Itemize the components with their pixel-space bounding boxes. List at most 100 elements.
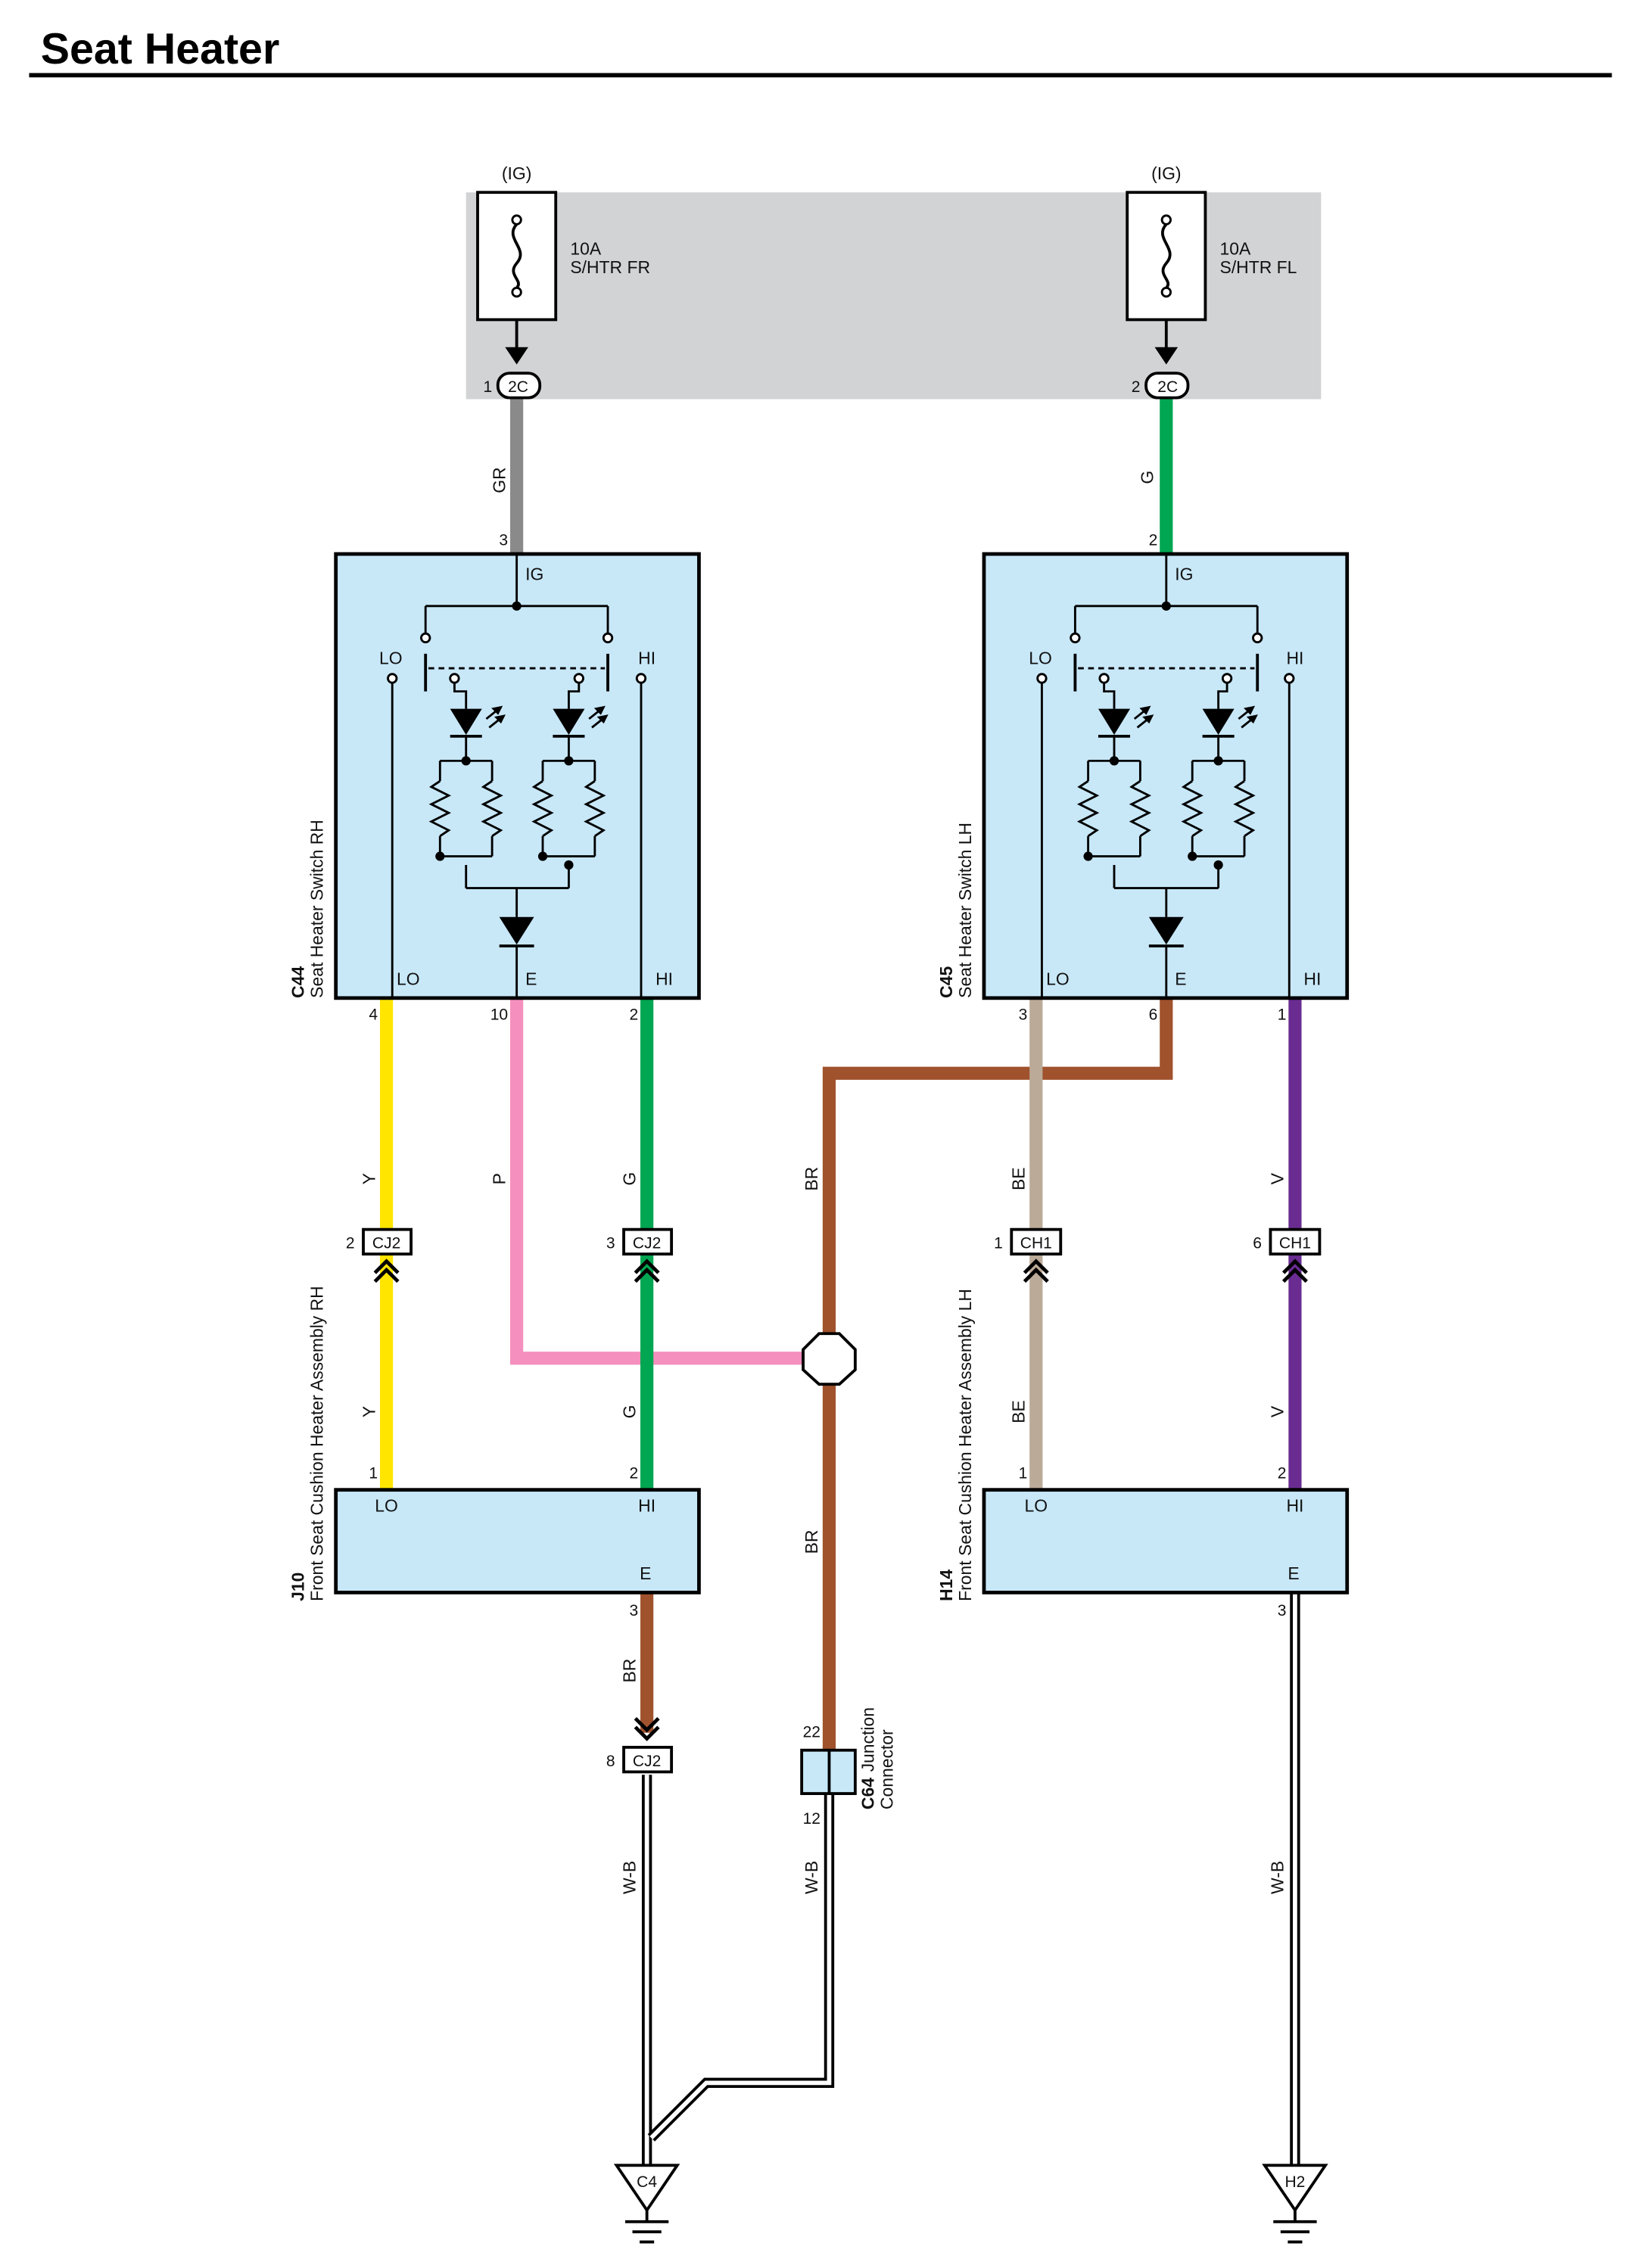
switch-lh-hi-label: HI (1303, 969, 1321, 989)
wire-label-br-j10: BR (619, 1659, 639, 1683)
connector-ch1-hi (1269, 1227, 1322, 1283)
heater-rh (334, 1488, 701, 1594)
ground-left (613, 2164, 680, 2244)
ground-right-label: H2 (1284, 2173, 1305, 2191)
switch-rh-pin-lo: 4 (369, 1006, 378, 1024)
switch-lh-pin-e: 6 (1149, 1006, 1158, 1024)
heater-lh-lo-label: LO (1025, 1495, 1048, 1515)
switch-rh-pin-hi: 2 (629, 1006, 638, 1024)
heater-lh-e-label: E (1288, 1563, 1299, 1583)
wire-label-y-top: Y (359, 1173, 378, 1184)
heater-rh-hi-label: HI (638, 1495, 655, 1515)
connector-cj2-ground-name: CJ2 (633, 1753, 661, 1770)
wire-label-y-bottom: Y (359, 1406, 378, 1417)
heater-rh-name: Front Seat Cushion Heater Assembly RH (307, 1286, 326, 1601)
switch-lh-pin-lo: 3 (1019, 1006, 1028, 1024)
fuse-fr-connector: 2C (508, 378, 528, 396)
connector-ch1-hi-pin: 6 (1253, 1234, 1262, 1252)
fuse-fl-power: (IG) (1151, 163, 1181, 183)
wire-p (510, 997, 811, 1365)
junction-connector-c64 (800, 1748, 857, 1795)
switch-lh-pin-hi: 1 (1278, 1006, 1287, 1024)
heater-lh (982, 1488, 1350, 1594)
switch-rh-name: Seat Heater Switch RH (307, 820, 326, 998)
switch-rh-hi-top-label: HI (638, 648, 655, 667)
heater-rh-code: J10 (288, 1573, 308, 1601)
switch-lh (982, 552, 1350, 1000)
connector-cj2-ground-pin: 8 (606, 1753, 615, 1770)
fuse-fl-pin: 2 (1132, 378, 1141, 396)
switch-lh-lo-top-label: LO (1029, 648, 1052, 667)
switch-lh-e-label: E (1175, 969, 1186, 989)
wire-label-wb-left: W-B (619, 1861, 639, 1894)
wire-wb-mid (647, 1794, 835, 2142)
wire-label-p: P (489, 1173, 509, 1184)
wire-label-wb-mid: W-B (802, 1861, 821, 1894)
heater-rh-e-label: E (640, 1563, 651, 1583)
fuse-fl-name: S/HTR FL (1220, 257, 1297, 277)
wire-label-g-lh-supply: G (1138, 471, 1157, 484)
connector-cj2-hi (622, 1227, 674, 1283)
wire-label-g-bottom: G (619, 1405, 639, 1419)
heater-lh-pin-lo: 1 (1019, 1464, 1028, 1482)
switch-rh-lo-label: LO (397, 969, 420, 989)
heater-lh-hi-label: HI (1286, 1495, 1303, 1515)
switch-lh-hi-top-label: HI (1286, 648, 1303, 667)
fuse-fr-name: S/HTR FR (570, 257, 650, 277)
switch-rh-hi-label: HI (655, 969, 673, 989)
switch-lh-pin-ig: 2 (1149, 532, 1158, 549)
fuse-fr-pin: 1 (484, 378, 493, 396)
switch-rh-pin-ig: 3 (499, 532, 508, 549)
heater-lh-code: H14 (936, 1570, 956, 1601)
fuse-fl-connector: 2C (1157, 378, 1178, 396)
connector-cj2-ground (622, 1716, 674, 1774)
connector-ch1-lo-name: CH1 (1020, 1234, 1052, 1252)
connector-ch1-lo (1010, 1227, 1063, 1283)
switch-rh-pin-e: 10 (490, 1006, 508, 1024)
switch-lh-ig-label: IG (1175, 564, 1193, 583)
connector-cj2-hi-pin: 3 (606, 1234, 615, 1252)
heater-lh-pin-e: 3 (1278, 1602, 1287, 1619)
connector-cj2-hi-name: CJ2 (633, 1234, 661, 1252)
switch-rh-e-label: E (525, 969, 537, 989)
fuse-fr-power: (IG) (502, 163, 531, 183)
connector-cj2-lo-pin: 2 (346, 1234, 355, 1252)
connector-cj2-lo (362, 1227, 413, 1283)
junction-pin-bottom: 12 (803, 1810, 820, 1828)
wire-label-br-low: BR (802, 1530, 821, 1554)
connector-ch1-lo-pin: 1 (994, 1234, 1003, 1252)
switch-lh-lo-label: LO (1046, 969, 1070, 989)
wire-label-gr: GR (489, 467, 509, 493)
wire-label-be-top: BE (1009, 1167, 1029, 1190)
connector-cj2-lo-name: CJ2 (372, 1234, 400, 1252)
wire-label-be-bottom: BE (1009, 1400, 1029, 1423)
wire-br-lh (822, 997, 1173, 1337)
switch-lh-code: C45 (936, 966, 956, 998)
fuse-fr-rating: 10A (570, 238, 601, 258)
page-title: Seat Heater (41, 25, 279, 73)
wire-label-wb-right: W-B (1268, 1861, 1288, 1894)
switch-rh-ig-label: IG (525, 564, 543, 583)
switch-lh-name: Seat Heater Switch LH (955, 823, 975, 998)
ground-left-label: C4 (637, 2173, 657, 2191)
fuse-fl-rating: 10A (1220, 238, 1251, 258)
junction-pin-top: 22 (803, 1724, 820, 1741)
switch-rh-code: C44 (288, 966, 308, 998)
heater-rh-pin-lo: 1 (369, 1464, 378, 1482)
switch-rh-lo-top-label: LO (379, 648, 403, 667)
heater-rh-lo-label: LO (375, 1495, 398, 1515)
junction-name-line1: Junction (858, 1707, 878, 1772)
junction-name-line2: Connector (877, 1729, 897, 1809)
fuse-fl (1126, 191, 1207, 400)
heater-rh-pin-e: 3 (629, 1602, 638, 1619)
wire-label-v-bottom: V (1268, 1405, 1288, 1417)
junction-code: C64 (858, 1778, 878, 1809)
switch-rh (334, 552, 701, 1000)
fuse-fr (476, 191, 558, 400)
wire-label-br-mid: BR (802, 1167, 821, 1191)
connector-ch1-hi-name: CH1 (1279, 1234, 1311, 1252)
heater-lh-name: Front Seat Cushion Heater Assembly LH (955, 1289, 975, 1601)
wire-junction (802, 1332, 857, 1386)
heater-rh-pin-hi: 2 (629, 1464, 638, 1482)
